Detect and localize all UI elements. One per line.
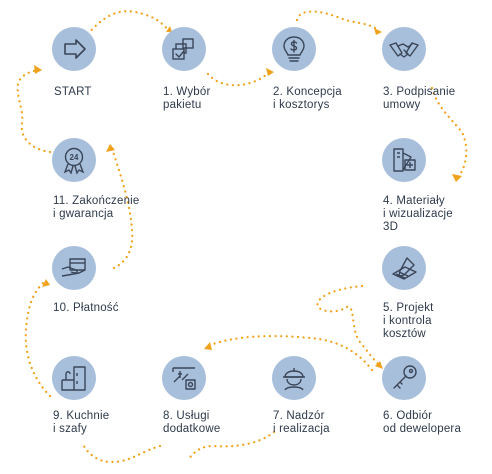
step-10-circle [52, 246, 96, 290]
card-payment-icon [61, 258, 86, 277]
step-7-circle [272, 356, 316, 400]
arrowhead-3 [374, 28, 382, 35]
step-4-circle [382, 138, 426, 182]
step-7-label: 7. Nadzór i realizacja [273, 410, 330, 435]
key-icon [393, 365, 417, 389]
step-11-circle: 24 [52, 138, 96, 182]
arrowhead-start [34, 65, 42, 74]
step-5-circle [382, 246, 426, 290]
step-8-label: 8. Usługi dodatkowe [163, 410, 221, 435]
step-9-circle [52, 356, 96, 400]
connector-8-to-9 [80, 440, 162, 464]
package-select-icon [172, 38, 194, 60]
connector-9-to-10 [24, 280, 52, 398]
step-11-label: 11. Zakończenie i gwarancja [53, 195, 140, 220]
lightbulb-dollar-icon [283, 36, 305, 62]
connector-2-to-3 [295, 10, 380, 32]
step-2-circle [272, 27, 316, 71]
materials-swatch-icon [393, 148, 416, 172]
kitchen-cabinet-icon [61, 366, 86, 391]
guarantee-24-icon: 24 [63, 147, 85, 175]
arrowhead-6 [375, 361, 383, 369]
connector-3-to-4 [430, 86, 468, 180]
arrowhead-2 [266, 68, 274, 76]
arrow-right-icon [64, 39, 86, 59]
connector-start-to-1 [86, 10, 170, 36]
services-tools-icon [172, 367, 196, 390]
step-3-circle [382, 27, 426, 71]
connector-10-to-11 [110, 146, 134, 270]
step-1-label: 1. Wybór pakietu [163, 86, 211, 111]
step-1-circle [162, 27, 206, 71]
step-6-label: 6. Odbiór od dewelopera [383, 410, 462, 435]
step-9-label: 9. Kuchnie i szafy [53, 410, 110, 435]
step-start-label: START [54, 86, 92, 98]
step-4-label: 4. Materiały i wizualizacje 3D [383, 195, 453, 233]
step-8-circle [162, 356, 206, 400]
arrowhead-10 [42, 279, 50, 287]
connector-11-to-start [16, 68, 52, 154]
step-2-label: 2. Koncepcja i kosztorys [273, 86, 342, 111]
arrowhead-8 [204, 342, 212, 350]
connector-1-to-2 [206, 70, 272, 87]
connector-7-to-8 [186, 430, 276, 462]
handshake-icon [389, 42, 419, 58]
blueprint-pencil-icon [392, 257, 417, 280]
worker-helmet-icon [283, 368, 305, 391]
step-6-circle [382, 356, 426, 400]
arrowhead-4 [452, 174, 462, 182]
connector-6-to-7 [206, 335, 374, 372]
step-3-label: 3. Podpisanie umowy [383, 86, 456, 111]
connector-4-to-5 [316, 284, 382, 368]
arrowheads [34, 26, 462, 369]
step-10-label: 10. Płatność [53, 302, 119, 314]
step-start-circle [52, 27, 96, 71]
arrowhead-11 [106, 144, 115, 152]
step-5-label: 5. Projekt i kontrola kosztów [383, 302, 434, 340]
svg-text:24: 24 [70, 153, 79, 162]
